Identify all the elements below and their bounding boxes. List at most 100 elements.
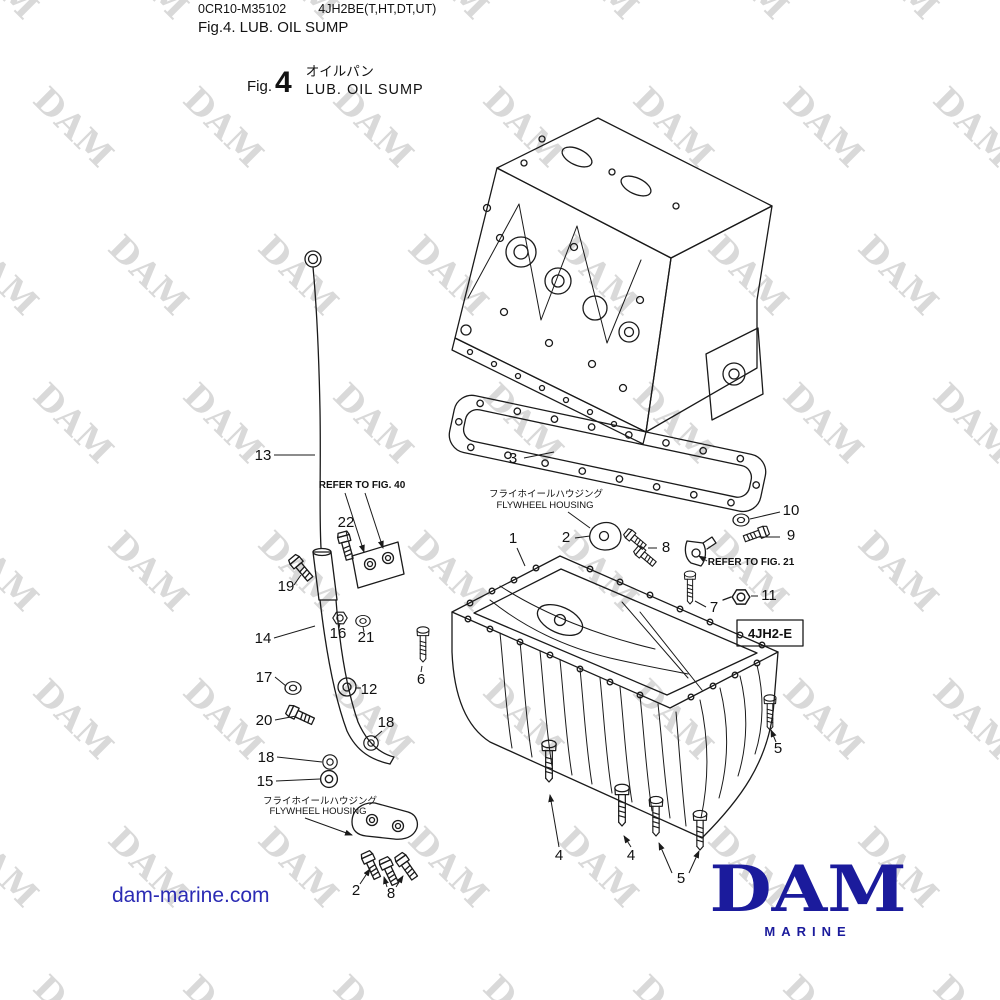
callout-6: 6 <box>417 671 425 688</box>
leader-line <box>395 875 404 888</box>
doc-header: 0CR10-M35102 4JH2BE(T,HT,DT,UT) <box>198 2 436 16</box>
leader-line <box>770 729 777 743</box>
nut-16-icon <box>332 611 348 625</box>
callout-2: 2 <box>562 529 570 546</box>
callout-refer-to-fig.-40: REFER TO FIG. 40 <box>319 480 406 491</box>
leader-line <box>658 842 673 874</box>
leader-line <box>275 778 321 782</box>
leader-line <box>359 868 371 885</box>
washer-10-icon <box>732 513 750 527</box>
leader-line <box>574 535 591 539</box>
washer-17-icon <box>284 680 302 696</box>
callout-11: 11 <box>761 587 777 604</box>
callout-4: 4 <box>627 847 635 864</box>
mounting-bracket-upper <box>351 541 405 589</box>
bolt-9-icon <box>741 524 771 545</box>
figure-caption: Fig.4. LUB. OIL SUMP <box>198 19 349 36</box>
callout-10: 10 <box>783 502 800 519</box>
callout-5: 5 <box>774 740 782 757</box>
leader-line <box>694 600 707 608</box>
leader-line <box>420 665 423 673</box>
grommet-12-icon <box>342 682 352 692</box>
callout-22: 22 <box>338 514 355 531</box>
fig-number: 4 <box>275 66 292 99</box>
bolt-8-icon <box>392 850 421 883</box>
leader-line <box>523 451 555 459</box>
dam-logo: DAM MARINE <box>709 858 906 940</box>
callout-12: 12 <box>361 681 378 698</box>
leader-line <box>623 835 632 848</box>
bolt-6-icon <box>416 626 430 663</box>
leader-line <box>364 492 384 549</box>
callout-7: 7 <box>710 599 718 616</box>
leader-line <box>345 530 349 541</box>
callout-flywheel-housing: FLYWHEEL HOUSING <box>269 806 366 817</box>
fig-label: Fig. <box>247 78 273 95</box>
joint-fitting <box>684 536 717 567</box>
leader-line <box>304 817 353 836</box>
callout-17: 17 <box>256 669 273 686</box>
callout-19: 19 <box>278 578 295 595</box>
engine-block <box>451 117 773 445</box>
callout-15: 15 <box>257 773 274 790</box>
model-variant-box: 4JH2-E <box>736 619 804 647</box>
bolt-5-icon <box>692 809 708 851</box>
callout-20: 20 <box>256 712 273 729</box>
callout-21: 21 <box>358 629 375 646</box>
callout-8: 8 <box>662 539 670 556</box>
leader-line <box>293 574 302 586</box>
washer-21-icon <box>355 614 371 628</box>
callout-refer-to-fig.-21: REFER TO FIG. 21 <box>708 557 795 568</box>
logo-text: DAM <box>709 852 907 927</box>
leader-line <box>362 626 365 633</box>
leader-line <box>516 547 526 567</box>
dipstick-assembly <box>304 250 395 765</box>
callout-2: 2 <box>352 882 360 899</box>
bolt-4-icon <box>614 783 630 827</box>
sump-gasket <box>448 394 767 513</box>
model-variant-label: 4JH2-E <box>748 626 792 641</box>
bolt-22-icon <box>336 530 357 562</box>
small-parts <box>284 513 777 888</box>
bolt-5-icon <box>763 694 777 731</box>
fig-names: オイルパン LUB. OIL SUMP <box>306 60 424 98</box>
leader-line <box>274 715 297 721</box>
callout-1: 1 <box>509 530 517 547</box>
callout-14: 14 <box>255 630 272 647</box>
callout-5: 5 <box>677 870 685 887</box>
bolt-5-icon <box>648 795 664 837</box>
bolt-8-icon <box>622 527 649 552</box>
oil-sump-pan <box>451 555 779 839</box>
grommet-12-icon <box>337 677 357 697</box>
leader-line <box>276 756 323 763</box>
mounting-bracket-lower <box>351 802 419 840</box>
callout-13: 13 <box>255 447 272 464</box>
callout-9: 9 <box>787 527 795 544</box>
doc-model: 4JH2BE(T,HT,DT,UT) <box>318 2 437 16</box>
leader-line <box>338 622 341 629</box>
bolt-20-icon <box>284 703 317 728</box>
washer-18-icon <box>322 754 338 770</box>
leader-line <box>698 555 708 563</box>
bolt-7-icon <box>683 570 697 605</box>
callout-flywheel-housing: FLYWHEEL HOUSING <box>496 500 593 511</box>
callout-フライホイールハウジング: フライホイールハウジング <box>263 795 378 807</box>
callout-4: 4 <box>555 847 563 864</box>
callout-18: 18 <box>378 714 395 731</box>
leader-line <box>274 676 287 687</box>
leader-line <box>688 850 700 874</box>
plug-11-icon <box>722 596 732 601</box>
doc-code: 0CR10-M35102 <box>198 2 287 16</box>
title-japanese: オイルパン <box>305 64 374 79</box>
plug-11-icon <box>731 589 751 605</box>
leader-line <box>749 511 781 520</box>
logo-subtitle: MARINE <box>764 924 852 939</box>
website-link[interactable]: dam-marine.com <box>112 884 270 907</box>
callout-3: 3 <box>509 450 517 467</box>
leader-line <box>383 876 389 888</box>
leader-line <box>373 730 383 739</box>
callout-16: 16 <box>330 625 347 642</box>
